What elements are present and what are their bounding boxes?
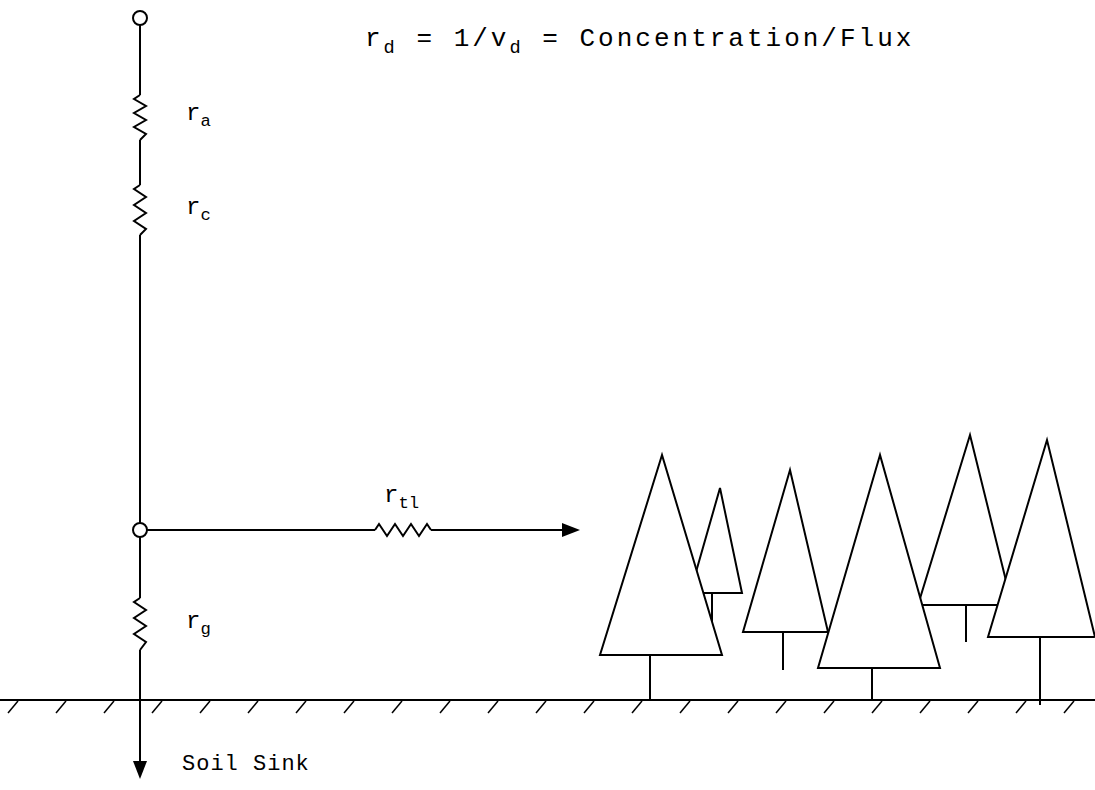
- sink-label: Soil Sink: [182, 752, 310, 778]
- formula-note: rd = 1/vd = Concentration/Flux: [365, 24, 914, 55]
- forest-illustration: [600, 435, 1095, 705]
- arrow-head: [562, 523, 580, 537]
- circuit-wires: [133, 11, 565, 763]
- resistor-label: rc: [186, 194, 211, 223]
- ground-line: [0, 700, 1095, 714]
- resistor-symbol: [134, 185, 146, 235]
- arrow-head: [133, 761, 147, 779]
- resistor-symbol: [134, 95, 146, 140]
- resistor-label: ra: [186, 100, 211, 129]
- resistor-symbol: [134, 598, 146, 650]
- resistor-symbol: [375, 524, 431, 536]
- terminal-circle: [133, 11, 147, 25]
- junction-circle: [133, 523, 147, 537]
- resistor-label: rtl: [384, 482, 419, 511]
- resistor-label: rg: [186, 608, 211, 637]
